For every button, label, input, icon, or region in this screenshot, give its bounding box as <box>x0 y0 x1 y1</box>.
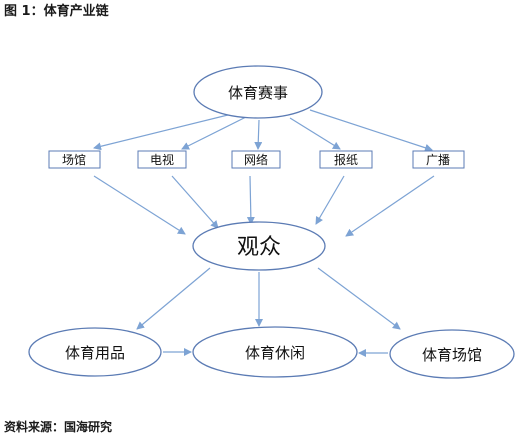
node-sports-stadium-label: 体育场馆 <box>422 346 482 364</box>
channel-venue-label: 场馆 <box>62 152 86 167</box>
node-channel-newspaper: 报纸 <box>319 150 373 169</box>
node-sporting-goods-label: 体育用品 <box>65 344 125 362</box>
node-sporting-goods: 体育用品 <box>28 327 162 377</box>
edge-audience-to-goods <box>136 267 211 330</box>
node-channel-tv: 电视 <box>137 150 187 169</box>
edge-venue-to-audience <box>93 175 186 235</box>
node-sports-event-label: 体育赛事 <box>228 84 288 102</box>
node-sports-leisure-label: 体育休闲 <box>245 344 305 362</box>
edge-newspaper-to-audience <box>315 175 345 225</box>
node-channel-venue: 场馆 <box>48 150 101 169</box>
source-note: 资料来源：国海研究 <box>4 420 113 434</box>
node-channel-internet: 网络 <box>231 150 281 169</box>
node-sports-leisure: 体育休闲 <box>192 326 358 378</box>
channel-radio-label: 广播 <box>426 153 450 167</box>
edges-channels-to-audience <box>93 175 435 237</box>
edges-event-to-channels <box>93 109 433 152</box>
edge-event-to-radio <box>309 109 433 152</box>
edge-radio-to-audience <box>345 175 435 237</box>
node-channel-radio: 广播 <box>412 150 465 169</box>
edge-event-to-internet <box>254 119 263 150</box>
node-sports-stadium: 体育场馆 <box>389 329 515 379</box>
edges-audience-to-outputs <box>136 267 401 357</box>
edge-audience-to-stadium <box>317 267 401 330</box>
edge-internet-to-audience <box>246 175 255 225</box>
node-audience: 观众 <box>192 221 326 271</box>
node-audience-label: 观众 <box>237 235 281 260</box>
channel-newspaper-label: 报纸 <box>334 152 358 167</box>
channel-internet-label: 网络 <box>244 152 268 167</box>
figure-title: 图 1：体育产业链 <box>4 4 109 19</box>
edge-event-to-venue <box>93 111 241 151</box>
node-sports-event: 体育赛事 <box>193 65 323 119</box>
edge-event-to-tv <box>181 115 249 150</box>
edge-tv-to-audience <box>171 175 219 229</box>
edge-event-to-newspaper <box>289 117 341 150</box>
channel-tv-label: 电视 <box>150 152 174 167</box>
